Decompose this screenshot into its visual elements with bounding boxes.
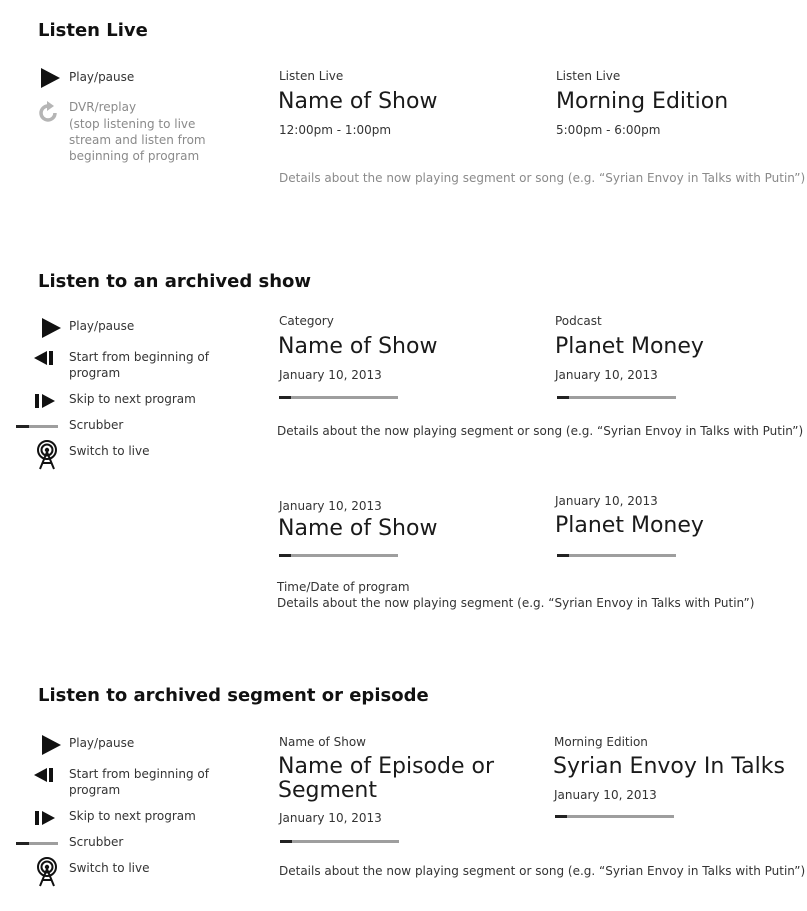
- program-time-label: Time/Date of program: [277, 580, 410, 594]
- legend-play-label: Play/pause: [69, 319, 135, 333]
- start-from-beginning-icon[interactable]: [33, 767, 55, 783]
- legend-dvr-note-3: beginning of program: [69, 149, 200, 163]
- play-icon[interactable]: [39, 67, 61, 89]
- progress-fill: [557, 396, 569, 399]
- legend-switch-label: Switch to live: [69, 444, 150, 458]
- progress-bar[interactable]: [555, 815, 674, 818]
- card-label: Morning Edition: [554, 735, 648, 749]
- legend-scrubber-label: Scrubber: [69, 835, 124, 849]
- card-title: Name of Show: [278, 89, 438, 114]
- card-label: Name of Show: [279, 735, 366, 749]
- start-from-beginning-icon[interactable]: [33, 350, 55, 366]
- play-icon[interactable]: [40, 734, 62, 756]
- card-title: Name of Show: [278, 516, 438, 541]
- legend-dvr-note-1: (stop listening to live: [69, 117, 196, 131]
- legend-play-label: Play/pause: [69, 736, 135, 750]
- now-playing-details: Details about the now playing segment or…: [277, 424, 804, 438]
- progress-bar[interactable]: [557, 554, 676, 557]
- legend-scrubber-label: Scrubber: [69, 418, 124, 432]
- switch-to-live-icon[interactable]: [36, 857, 58, 887]
- legend-start-label-2: program: [69, 783, 121, 797]
- now-playing-details: Details about the now playing segment or…: [279, 171, 806, 185]
- switch-to-live-icon[interactable]: [36, 440, 58, 470]
- card-title: Planet Money: [555, 334, 704, 359]
- skip-next-icon[interactable]: [34, 810, 56, 826]
- card-label: Listen Live: [279, 69, 344, 83]
- legend-switch-label: Switch to live: [69, 861, 150, 875]
- legend-dvr-label: DVR/replay: [69, 100, 137, 114]
- card-date: January 10, 2013: [555, 368, 658, 382]
- progress-fill: [279, 554, 291, 557]
- legend-skip-label: Skip to next program: [69, 809, 196, 823]
- legend-dvr-note-2: stream and listen from: [69, 133, 206, 147]
- legend-start-label: Start from beginning of: [69, 767, 209, 781]
- progress-fill: [279, 396, 291, 399]
- card-title-line-2: Segment: [278, 778, 377, 803]
- progress-bar[interactable]: [279, 554, 398, 557]
- progress-bar[interactable]: [557, 396, 676, 399]
- now-playing-details: Details about the now playing segment (e…: [277, 596, 755, 610]
- legend-play-label: Play/pause: [69, 70, 135, 84]
- section-title-archived-segment: Listen to archived segment or episode: [38, 685, 429, 706]
- replay-icon[interactable]: [36, 101, 60, 125]
- card-date: January 10, 2013: [279, 811, 382, 825]
- play-icon[interactable]: [40, 317, 62, 339]
- card-label: Listen Live: [556, 69, 621, 83]
- progress-bar[interactable]: [279, 396, 398, 399]
- card-label: Podcast: [555, 314, 602, 328]
- card-title: Name of Show: [278, 334, 438, 359]
- now-playing-details: Details about the now playing segment or…: [279, 864, 806, 878]
- legend-skip-label: Skip to next program: [69, 392, 196, 406]
- card-date: January 10, 2013: [279, 499, 382, 513]
- card-time: 12:00pm - 1:00pm: [279, 123, 392, 137]
- legend-start-label: Start from beginning of: [69, 350, 209, 364]
- progress-fill: [555, 815, 567, 818]
- scrubber-icon: [16, 842, 58, 845]
- card-time: 5:00pm - 6:00pm: [556, 123, 661, 137]
- card-date: January 10, 2013: [279, 368, 382, 382]
- progress-fill: [280, 840, 292, 843]
- card-title: Morning Edition: [556, 89, 729, 114]
- section-title-archived-show: Listen to an archived show: [38, 271, 312, 292]
- card-title: Syrian Envoy In Talks: [553, 754, 785, 779]
- card-label: Category: [279, 314, 334, 328]
- progress-fill: [557, 554, 569, 557]
- card-date: January 10, 2013: [555, 494, 658, 508]
- section-title-listen-live: Listen Live: [38, 20, 148, 41]
- progress-bar[interactable]: [280, 840, 399, 843]
- skip-next-icon[interactable]: [34, 393, 56, 409]
- card-title: Name of Episode or: [278, 754, 494, 779]
- legend-start-label-2: program: [69, 366, 121, 380]
- card-title: Planet Money: [555, 513, 704, 538]
- card-date: January 10, 2013: [554, 788, 657, 802]
- scrubber-icon: [16, 425, 58, 428]
